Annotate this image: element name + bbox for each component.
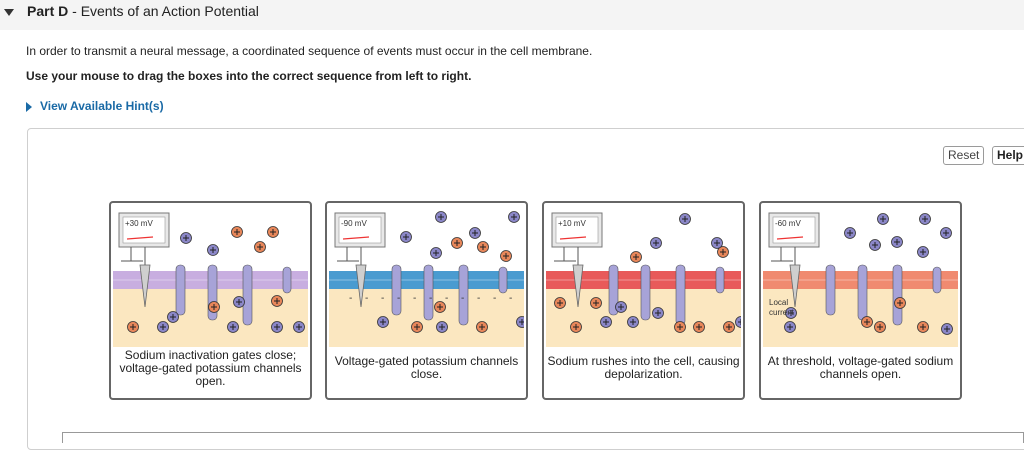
- channel-protein: [242, 264, 253, 326]
- channel-protein: [857, 264, 868, 321]
- svg-text:-: -: [477, 293, 480, 304]
- diagram-potassium-efflux: +30 mV: [113, 212, 308, 347]
- card-caption: At threshold, voltage-gated sodium chann…: [767, 354, 954, 381]
- channel-protein: [391, 264, 402, 316]
- svg-text:-: -: [509, 293, 512, 304]
- channel-protein: [458, 264, 469, 326]
- reset-button[interactable]: Reset: [943, 146, 985, 165]
- channel-protein: [423, 264, 434, 321]
- channel-protein: [825, 264, 836, 316]
- sequence-card-potassium-close[interactable]: -90 mV - - - - - - - - - - - Voltage-gated potassiu…: [325, 201, 528, 400]
- part-title: Part D - Events of an Action Potential: [27, 3, 259, 19]
- microelectrode-icon: [789, 264, 801, 308]
- diagram-depolarization: +10 mV: [546, 212, 741, 347]
- svg-text:-: -: [365, 293, 368, 304]
- microelectrode-icon: [355, 264, 367, 308]
- svg-text:-: -: [397, 293, 400, 304]
- diagram-hyperpolarization: -90 mV - - - - - - - - - - -: [329, 211, 524, 347]
- view-hints-link[interactable]: View Available Hint(s): [26, 99, 164, 113]
- drag-instruction: Use your mouse to drag the boxes into th…: [26, 69, 472, 83]
- channel-protein: [282, 266, 292, 294]
- channel-protein: [715, 266, 725, 294]
- part-header[interactable]: Part D - Events of an Action Potential: [0, 0, 1024, 30]
- svg-text:-: -: [461, 293, 464, 304]
- svg-text:-: -: [445, 293, 448, 304]
- channel-protein: [932, 266, 942, 294]
- channel-protein: [498, 266, 508, 294]
- sequence-card-sodium-influx[interactable]: +10 mV Sodium rushes into the cell, caus…: [542, 201, 745, 400]
- channel-protein: [175, 264, 186, 316]
- svg-text:-: -: [493, 293, 496, 304]
- channel-protein: [640, 264, 651, 321]
- channel-protein: [892, 264, 903, 326]
- svg-text:-: -: [381, 293, 384, 304]
- local-current-label: Local: [769, 298, 788, 307]
- channel-protein: [608, 264, 619, 316]
- channel-protein: [675, 264, 686, 326]
- voltage-readout: +30 mV: [125, 219, 153, 228]
- card-caption: Sodium inactivation gates close; voltage…: [119, 348, 302, 388]
- svg-text:-: -: [349, 293, 352, 304]
- expand-arrow-icon: [26, 101, 32, 112]
- local-current-label: current: [769, 308, 795, 317]
- instruction-text: In order to transmit a neural message, a…: [26, 44, 593, 58]
- collapse-arrow-icon[interactable]: [4, 9, 14, 16]
- microelectrode-icon: [572, 264, 584, 308]
- svg-text:-: -: [413, 293, 416, 304]
- sequence-card-inactivation[interactable]: +30 mV Sodium inactivation gates close; …: [109, 201, 312, 400]
- help-button[interactable]: Help: [992, 146, 1024, 165]
- voltage-readout: -90 mV: [341, 219, 367, 228]
- card-caption: Voltage-gated potassium channels close.: [334, 354, 519, 381]
- microelectrode-icon: [139, 264, 151, 308]
- svg-text:-: -: [429, 293, 432, 304]
- voltage-readout: -60 mV: [775, 219, 801, 228]
- card-caption: Sodium rushes into the cell, causing dep…: [547, 354, 740, 381]
- voltage-readout: +10 mV: [558, 219, 586, 228]
